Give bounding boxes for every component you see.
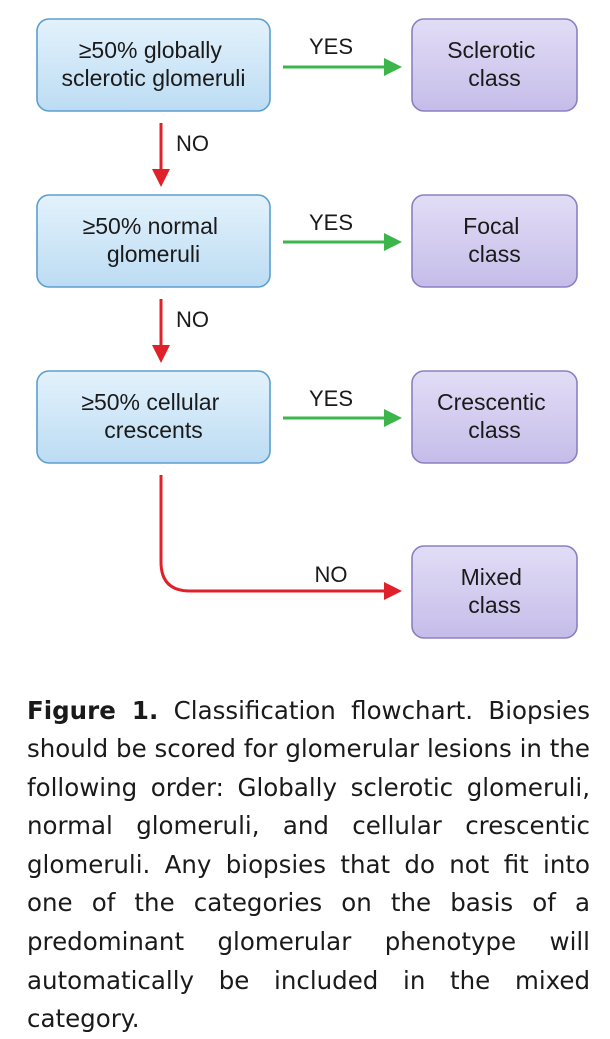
node-text-line: class — [468, 417, 520, 443]
caption-text: Classification flowchart. Biopsies shoul… — [27, 695, 590, 1034]
node-crescentic-class: Crescentic class — [411, 370, 578, 464]
edge-label-yes: YES — [309, 386, 353, 411]
node-normal-glomeruli-question: ≥50% normal glomeruli — [36, 194, 271, 288]
node-text-line: Crescentic — [437, 389, 546, 415]
node-text-line: class — [468, 241, 520, 267]
svg-text:Crescentic class: Crescentic class — [437, 389, 552, 443]
svg-text:≥50% normal glomeruli: ≥50% normal glomeruli — [83, 213, 225, 267]
edge-no-to-crescents-question: NO — [152, 299, 209, 363]
svg-text:≥50% globally sclerotic: ≥50% globally sclerotic glomeruli — [61, 37, 245, 91]
svg-text:Sclerotic class: Sclerotic class — [447, 37, 542, 91]
edge-label-no: NO — [176, 131, 209, 156]
caption-label: Figure 1. — [27, 695, 159, 725]
svg-text:Mixed class: Mixed class — [461, 564, 529, 618]
edge-label-no: NO — [176, 307, 209, 332]
node-text-line: ≥50% globally — [79, 37, 223, 63]
edge-yes-to-sclerotic: YES — [283, 34, 402, 76]
node-text-line: class — [468, 592, 520, 618]
edge-no-to-normal-question: NO — [152, 123, 209, 187]
node-sclerotic-class: Sclerotic class — [411, 18, 578, 112]
edge-label-no: NO — [315, 562, 348, 587]
node-text-line: glomeruli — [107, 241, 200, 267]
node-text-line: crescents — [104, 417, 202, 443]
node-focal-class: Focal class — [411, 194, 578, 288]
node-mixed-class: Mixed class — [411, 545, 578, 639]
edge-label-yes: YES — [309, 210, 353, 235]
node-text-line: ≥50% normal — [83, 213, 218, 239]
node-text-line: Sclerotic — [447, 37, 535, 63]
svg-text:≥50% cellular crescents: ≥50% cellular crescents — [81, 389, 225, 443]
node-text-line: class — [468, 65, 520, 91]
svg-text:Focal class: Focal class — [463, 213, 526, 267]
node-text-line: ≥50% cellular — [81, 389, 219, 415]
classification-flowchart: ≥50% globally sclerotic glomeruli ≥50% n… — [36, 18, 578, 639]
node-text-line: sclerotic glomeruli — [61, 65, 245, 91]
node-globally-sclerotic-question: ≥50% globally sclerotic glomeruli — [36, 18, 271, 112]
node-text-line: Mixed — [461, 564, 522, 590]
edge-no-to-mixed: NO — [159, 475, 402, 600]
node-cellular-crescents-question: ≥50% cellular crescents — [36, 370, 271, 464]
node-text-line: Focal — [463, 213, 519, 239]
edge-yes-to-focal: YES — [283, 210, 402, 251]
edge-yes-to-crescentic: YES — [283, 386, 402, 427]
edge-label-yes: YES — [309, 34, 353, 59]
